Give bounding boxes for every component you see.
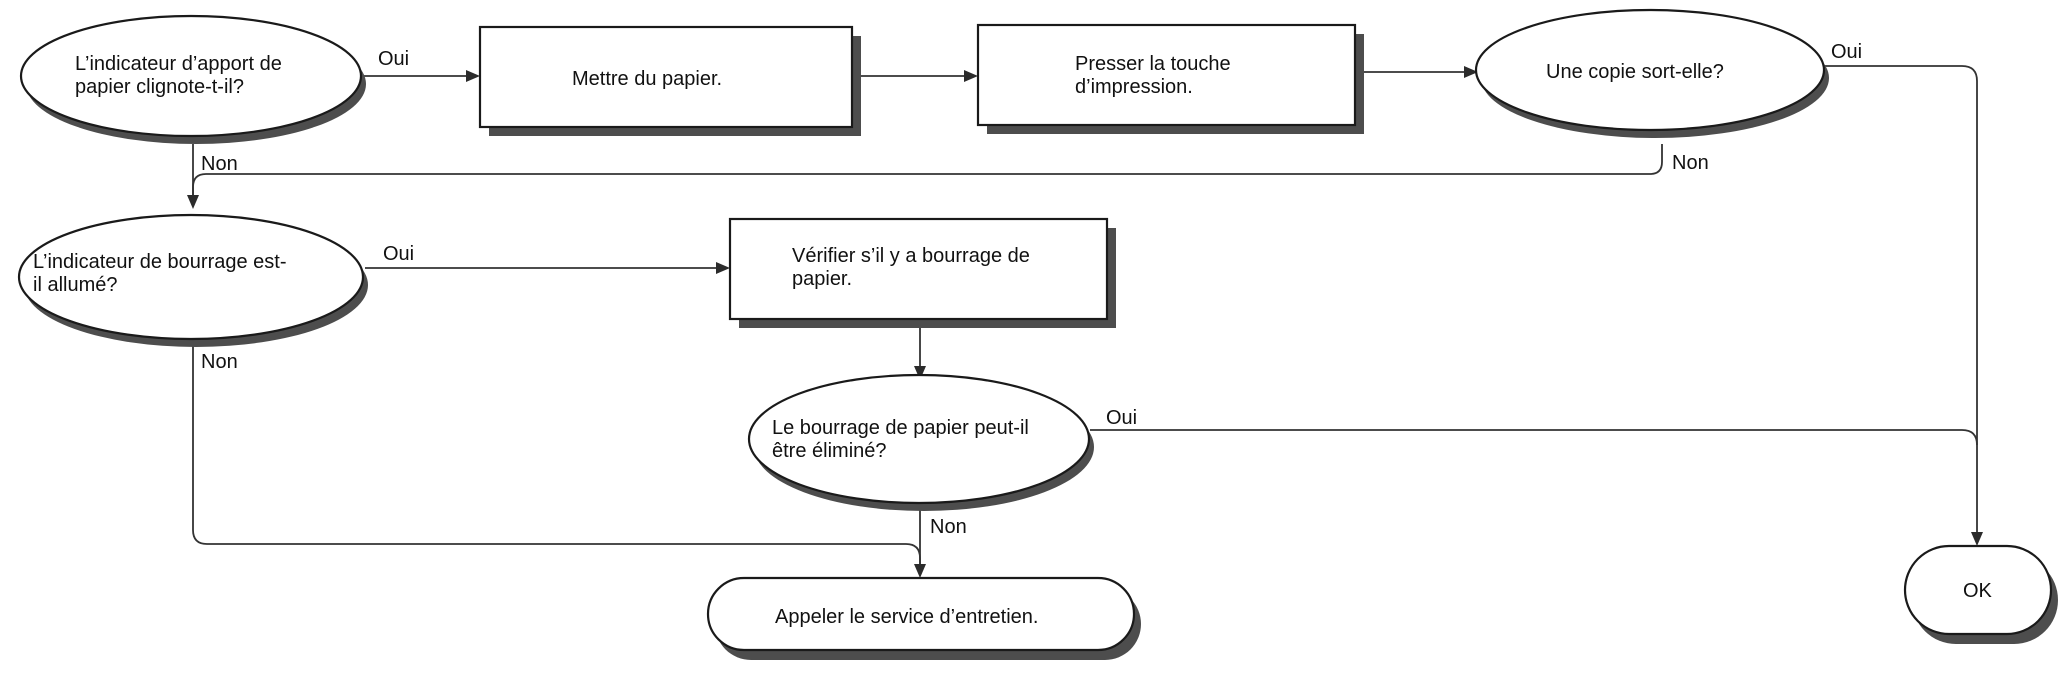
process-add-paper-text: Mettre du papier. bbox=[572, 68, 722, 90]
terminal-ok-text: OK bbox=[1963, 580, 1993, 602]
process-check-jam: Vérifier s’il y a bourrage de papier. bbox=[728, 217, 1116, 328]
process-press-print-line1: Presser la touche bbox=[1075, 53, 1231, 75]
connectors bbox=[187, 65, 1983, 578]
label-clear-yes: Oui bbox=[1106, 407, 1137, 429]
label-paper-yes: Oui bbox=[378, 48, 409, 70]
label-paper-no: Non bbox=[201, 153, 238, 175]
label-clear-no: Non bbox=[930, 516, 967, 538]
terminal-ok: OK bbox=[1903, 544, 2058, 644]
decision-clear-line2: être éliminé? bbox=[772, 440, 887, 462]
label-copy-no: Non bbox=[1672, 152, 1709, 174]
arrowhead-icon bbox=[914, 564, 926, 578]
arrowhead-icon bbox=[716, 262, 730, 274]
arrowhead-icon bbox=[187, 195, 199, 209]
arrowhead-icon bbox=[466, 70, 480, 82]
edge-copy-no bbox=[192, 144, 1663, 201]
label-jam-no: Non bbox=[201, 351, 238, 373]
process-check-jam-line2: papier. bbox=[792, 268, 852, 290]
label-copy-yes: Oui bbox=[1831, 41, 1862, 63]
decision-clear-line1: Le bourrage de papier peut-il bbox=[772, 417, 1029, 439]
edge-jam-no bbox=[192, 344, 921, 570]
terminal-call-service: Appeler le service d’entretien. bbox=[706, 576, 1141, 660]
decision-paper-line2: papier clignote-t-il? bbox=[75, 76, 244, 98]
decision-paper-indicator: L’indicateur d’apport de papier clignote… bbox=[19, 14, 366, 144]
terminal-call-service-text: Appeler le service d’entretien. bbox=[775, 606, 1038, 628]
decision-copy-text: Une copie sort-elle? bbox=[1546, 61, 1724, 83]
process-add-paper: Mettre du papier. bbox=[478, 25, 861, 136]
label-jam-yes: Oui bbox=[383, 243, 414, 265]
edge-labels: Oui Non Oui Non Oui Non Oui Non bbox=[201, 41, 1862, 538]
arrowhead-icon bbox=[1464, 66, 1478, 78]
decision-paper-line1: L’indicateur d’apport de bbox=[75, 53, 282, 75]
arrowhead-icon bbox=[964, 70, 978, 82]
decision-copy-out: Une copie sort-elle? bbox=[1474, 8, 1829, 138]
decision-jam-clearable: Le bourrage de papier peut-il être élimi… bbox=[747, 373, 1094, 511]
decision-jam-indicator: L’indicateur de bourrage est- il allumé? bbox=[17, 213, 368, 347]
decision-jam-line2: il allumé? bbox=[33, 274, 117, 296]
arrowhead-icon bbox=[1971, 532, 1983, 546]
edge-copy-yes bbox=[1820, 65, 1978, 538]
edge-clear-yes bbox=[1090, 429, 1978, 446]
process-check-jam-line1: Vérifier s’il y a bourrage de bbox=[792, 245, 1030, 267]
arrowhead-icon bbox=[914, 366, 926, 380]
process-press-print: Presser la touche d’impression. bbox=[976, 23, 1364, 134]
process-press-print-line2: d’impression. bbox=[1075, 76, 1193, 98]
decision-jam-line1: L’indicateur de bourrage est- bbox=[33, 251, 287, 273]
